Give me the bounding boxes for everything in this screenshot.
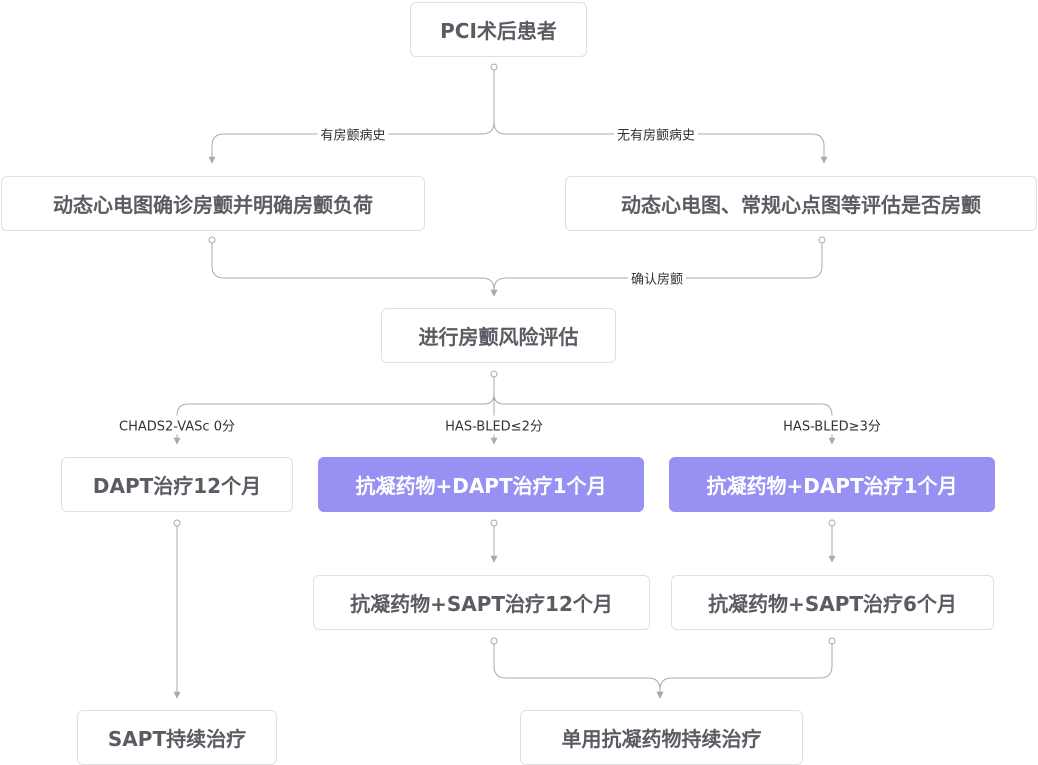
node-dapt12: DAPT治疗12个月 [61, 457, 293, 512]
port-dot [173, 519, 181, 527]
edge-mid-to-final [493, 641, 664, 699]
label-hasbled-high: HAS-BLED≥3分 [780, 415, 884, 435]
port-dot [818, 236, 826, 244]
node-anticoag-sapt12: 抗凝药物+SAPT治疗12个月 [313, 575, 650, 630]
label-chads: CHADS2-VASc 0分 [116, 415, 238, 435]
port-dot [828, 519, 836, 527]
node-risk-assessment: 进行房颤风险评估 [381, 308, 616, 363]
port-dot [208, 236, 216, 244]
node-start: PCI术后患者 [410, 2, 587, 57]
edge-start-left [208, 67, 495, 164]
port-dot [490, 370, 498, 378]
edge-start-right [493, 67, 828, 164]
node-anticoag-sapt6: 抗凝药物+SAPT治疗6个月 [671, 575, 994, 630]
label-no-af: 无有房颤病史 [613, 124, 699, 144]
port-dot [490, 63, 498, 71]
port-dot [490, 637, 498, 645]
port-dot [828, 637, 836, 645]
label-confirm-af: 确认房颤 [627, 268, 687, 288]
edge-right-to-final [656, 641, 833, 699]
node-anticoag-dapt1-mid: 抗凝药物+DAPT治疗1个月 [318, 457, 644, 512]
node-sapt-continuous: SAPT持续治疗 [77, 710, 277, 765]
node-anticoag-continuous: 单用抗凝药物持续治疗 [520, 710, 803, 765]
label-hasbled-low: HAS-BLED≤2分 [442, 415, 546, 435]
edge-left-to-risk [211, 240, 498, 297]
edge-risk-left [173, 374, 495, 445]
node-af-eval: 动态心电图、常规心点图等评估是否房颤 [565, 176, 1037, 231]
node-af-confirm: 动态心电图确诊房颤并明确房颤负荷 [1, 176, 425, 231]
node-anticoag-dapt1-right: 抗凝药物+DAPT治疗1个月 [669, 457, 995, 512]
label-has-af: 有房颤病史 [317, 124, 389, 144]
port-dot [490, 519, 498, 527]
edge-risk-right [493, 374, 836, 445]
